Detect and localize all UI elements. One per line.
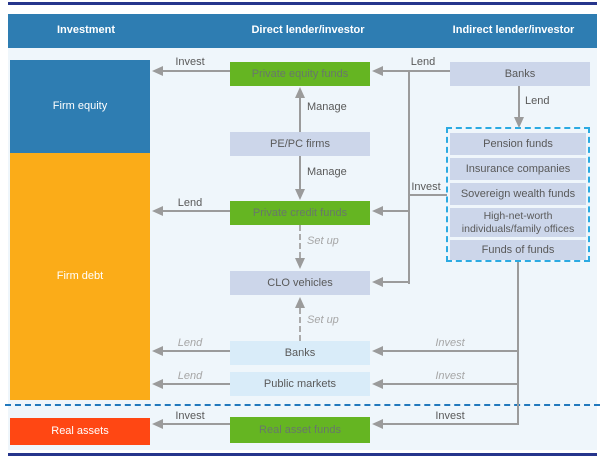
node-private-equity-funds: Private equity funds — [230, 62, 370, 86]
edge-group-riser — [408, 70, 410, 284]
node-clo-vehicles: CLO vehicles — [230, 271, 370, 295]
node-real-assets: Real assets — [10, 418, 150, 445]
edge-group-down-riser — [517, 262, 519, 425]
edge-label-setup-banks: Set up — [307, 314, 339, 326]
edge-pm-to-debt — [163, 383, 230, 385]
column-header-indirect: Indirect lender/investor — [452, 24, 575, 36]
arrowhead-down-icon — [514, 117, 524, 128]
edge-label-invest-group-raf: Invest — [435, 410, 465, 422]
edge-pcf-to-clo — [299, 225, 301, 258]
edge-label-invest-equity: Invest — [175, 56, 205, 68]
node-banks-indirect: Banks — [450, 62, 590, 86]
arrowhead-left-icon — [152, 346, 163, 356]
column-header-band: Investment Direct lender/investor Indire… — [8, 14, 597, 48]
arrowhead-left-icon — [372, 379, 383, 389]
edge-banks-to-group — [518, 86, 520, 117]
arrowhead-left-icon — [372, 277, 383, 287]
arrowhead-left-icon — [372, 66, 383, 76]
edge-group-to-clo — [383, 281, 408, 283]
arrowhead-left-icon — [152, 379, 163, 389]
node-real-asset-funds: Real asset funds — [230, 417, 370, 443]
edge-banks-to-pef — [383, 70, 450, 72]
edge-pcf-to-debt — [163, 210, 230, 212]
arrowhead-left-icon — [372, 346, 383, 356]
node-private-credit-funds: Private credit funds — [230, 201, 370, 225]
edge-pepc-to-pcf — [299, 156, 301, 189]
node-public-markets: Public markets — [230, 372, 370, 396]
node-firm-equity: Firm equity — [10, 60, 150, 153]
top-frame-rule — [8, 2, 597, 5]
indirect-investor-group-frame — [446, 127, 590, 262]
node-banks-direct: Banks — [230, 341, 370, 365]
edge-label-lend-pm: Lend — [177, 370, 203, 382]
edge-label-lend-banks-group: Lend — [525, 95, 550, 107]
edge-pef-to-equity — [163, 70, 230, 72]
edge-banks-to-clo — [299, 308, 301, 341]
node-pe-pc-firms: PE/PC firms — [230, 132, 370, 156]
arrowhead-up-icon — [295, 297, 305, 308]
arrowhead-left-icon — [152, 66, 163, 76]
edge-banks-to-debt — [163, 350, 230, 352]
node-funds-of-funds: Funds of funds — [450, 240, 586, 260]
node-firm-debt: Firm debt — [10, 153, 150, 400]
real-assets-separator-line — [5, 404, 600, 406]
arrowhead-up-icon — [295, 87, 305, 98]
edge-group-to-banks — [383, 350, 518, 352]
node-high-net-worth: High-net-worth individuals/family office… — [450, 208, 586, 237]
arrowhead-down-icon — [295, 189, 305, 200]
edge-label-lend-banks-pef: Lend — [410, 56, 436, 68]
edge-group-to-raf — [383, 423, 518, 425]
arrowhead-left-icon — [372, 419, 383, 429]
node-insurance-companies: Insurance companies — [450, 158, 586, 180]
edge-group-to-pcf — [383, 210, 408, 212]
edge-group-connector — [408, 194, 447, 196]
column-header-investment: Investment — [56, 24, 116, 36]
edge-label-manage-up: Manage — [307, 101, 347, 113]
arrowhead-left-icon — [152, 206, 163, 216]
node-pension-funds: Pension funds — [450, 133, 586, 155]
edge-label-invest-group-pm: Invest — [435, 370, 465, 382]
node-sovereign-wealth-funds: Sovereign wealth funds — [450, 183, 586, 205]
edge-group-to-pm — [383, 383, 518, 385]
edge-label-manage-down: Manage — [307, 166, 347, 178]
bottom-frame-rule — [8, 453, 597, 456]
edge-pepc-to-pef — [299, 97, 301, 132]
edge-label-invest-group-banks: Invest — [435, 337, 465, 349]
edge-label-lend-banks: Lend — [177, 337, 203, 349]
edge-label-setup-clo: Set up — [307, 235, 339, 247]
edge-raf-to-assets — [163, 423, 230, 425]
arrowhead-left-icon — [372, 206, 383, 216]
arrowhead-left-icon — [152, 419, 163, 429]
edge-label-invest-group-pcf: Invest — [411, 181, 441, 193]
arrowhead-down-icon — [295, 258, 305, 269]
column-header-direct: Direct lender/investor — [251, 24, 365, 36]
edge-label-invest-assets: Invest — [175, 410, 205, 422]
edge-label-lend-debt: Lend — [177, 197, 203, 209]
